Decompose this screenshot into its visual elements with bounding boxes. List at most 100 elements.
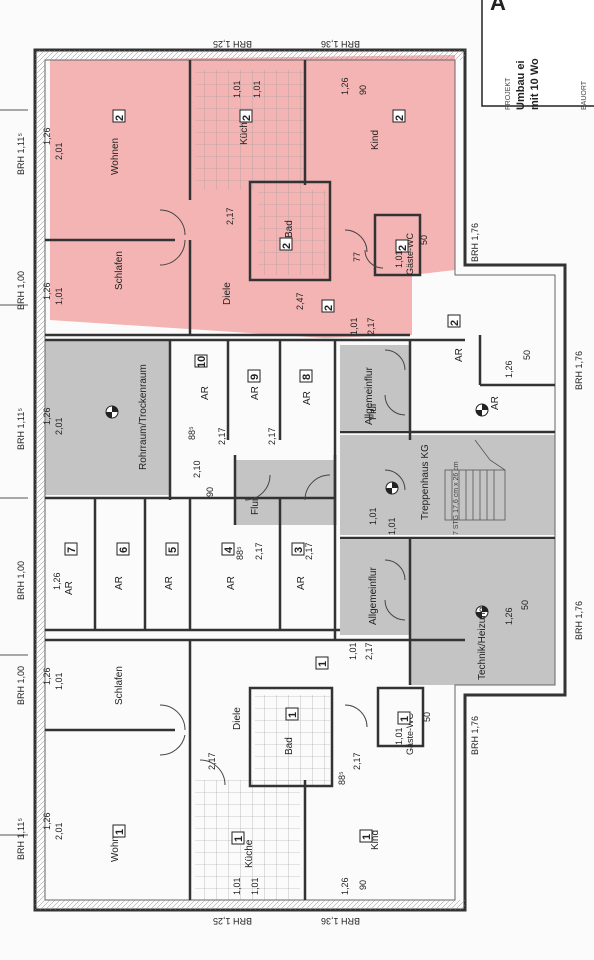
room-ar-5: AR [164,576,175,590]
brh-right-4: BRH 1,76 [470,716,480,755]
dim-ar-door-5: 88⁵ [235,546,245,560]
room-technik: Technik/Heizung [477,607,488,680]
room-number-5: 5 [167,547,179,553]
dim-kueche-top-1: 1,01 [232,80,242,98]
interior-walls [45,60,555,900]
dim-schlafen-top-2: 1,01 [54,287,64,305]
dim-kueche-bottom-1: 1,01 [232,877,242,895]
dim-bottom-door-2: 2,17 [352,752,362,770]
room-flur: Flur [250,497,261,515]
wall-hatch-top [35,50,465,60]
wall-hatch-left [35,50,45,910]
dim-schlafen-top-1: 1,26 [42,282,52,300]
room-diele-bottom: Diele [232,707,243,730]
room-ar-4: AR [226,576,237,590]
dim-kueche-bottom-2: 1,01 [250,877,260,895]
dim-wohnen-top-2: 2,01 [54,142,64,160]
projekt-label: PROJEKT [505,77,512,110]
highlight-apartment-2 [50,55,455,338]
dim-wc-bottom-2: 1,01 [394,727,404,745]
bauort-label: BAUORT [581,80,588,110]
dim-bottom-door-1: 2,17 [207,752,217,770]
dim-flur-2: 90 [205,487,215,497]
unit-number-wohnen-top: 2 [114,115,126,121]
dim-ar-door-3: 2,17 [254,542,264,560]
dim-wohnen-top-1: 1,26 [42,127,52,145]
tiles-bad-top [258,190,326,275]
title-block: A PROJEKT Umbau ei mit 10 Wo BAUORT [481,0,594,110]
brh-bottom-1: BRH 1,25 [213,916,252,926]
room-ar-3: AR [296,576,307,590]
dim-kind-top-2: 90 [358,85,368,95]
brh-right-2: BRH 1,76 [574,351,584,390]
dim-diele-top: 2,47 [295,292,305,310]
room-allgemeinflur-top: Flur [368,402,379,420]
staircase [444,439,506,521]
project-title-line-1: Umbau ei [515,60,527,110]
room-number-4: 4 [223,546,235,553]
room-wohnen-top: Wohnen [110,138,121,175]
room-kind-bottom: Kind [370,830,381,850]
shade-flur [235,460,335,525]
room-schlafen-bottom: Schlafen [114,666,125,705]
room-ar-top-1: AR [454,348,465,362]
brh-bottom-2: BRH 1,36 [321,916,360,926]
room-gaeste-wc-bottom: Gäste-WC [405,712,415,755]
dim-wc-top-2: 1,01 [394,250,404,268]
dim-kind-bottom-1: 1,26 [340,877,350,895]
dim-bad-top-2: 77 [352,252,362,262]
room-diele-top: Diele [222,282,233,305]
title-block-letter: A [490,0,506,15]
wall-hatch-bottom [35,900,465,910]
tiles-kueche-top [195,70,305,190]
brh-right-1: BRH 1,76 [470,223,480,262]
dim-kueche-top-2: 1,01 [252,80,262,98]
room-wohnen-bottom: Wohnen [110,825,121,862]
project-title-line-2: mit 10 Wo [529,58,541,110]
unit-number-diele-top: 2 [323,305,335,311]
room-treppenhaus: Treppenhaus KG [420,444,431,520]
room-number-7: 7 [66,547,78,553]
unit-number-kind-top: 2 [394,115,406,121]
room-kueche-bottom: Küche [244,839,255,868]
brh-left-2: BRH 1,00 [16,271,26,310]
room-ar-8: AR [302,391,313,405]
shade-treppenhaus [340,435,555,535]
shade-allgemeinflur-top [340,345,410,430]
room-ar-10: AR [200,386,211,400]
dim-wohnen-bottom-2: 2,01 [54,822,64,840]
unit-number-kind-bottom: 1 [361,834,373,840]
dim-bottom-door-4: 2,17 [364,642,374,660]
dim-diele-top-2: 2,17 [366,317,376,335]
brh-top-1: BRH 1,25 [213,39,252,49]
room-allgemeinflur-top-full: Allgemeinflur [364,367,375,425]
unit-number-bad-bottom: 1 [287,712,299,718]
room-rohrraum: Rohrraum/Trockenraum [138,364,149,470]
dim-ar-door-6: 88⁵ [187,426,197,440]
dim-treppe-2: 1,01 [368,507,378,525]
dim-bottom-door-5: 1,01 [348,642,358,660]
dim-treppe-1: 1,01 [387,517,397,535]
dim-ar-top-1: 50 [522,350,532,360]
room-number-8: 8 [301,374,313,380]
unit-number-bad-top: 2 [281,243,293,249]
brh-left-3: BRH 1,11⁵ [16,408,26,450]
dim-technik-2: 1,26 [504,607,514,625]
brh-left-4: BRH 1,00 [16,561,26,600]
dim-diele-top-3: 1,01 [349,317,359,335]
room-schlafen-top: Schlafen [114,251,125,290]
room-ar-top-2: AR [490,396,501,410]
unit-number-diele-bottom: 1 [317,661,329,667]
dim-kind-bottom-2: 90 [358,880,368,890]
room-number-10: 10 [196,356,208,368]
margin-ticks [0,109,28,836]
dim-bad-top-1: 2,17 [225,207,235,225]
room-kind-top: Kind [370,130,381,150]
dim-ar-door-4: 2,17 [304,542,314,560]
unit-number-ar-top: 2 [449,320,461,326]
room-number-9: 9 [249,374,261,380]
shaded-areas [45,340,555,685]
dim-schlafen-bottom-1: 1,26 [42,667,52,685]
